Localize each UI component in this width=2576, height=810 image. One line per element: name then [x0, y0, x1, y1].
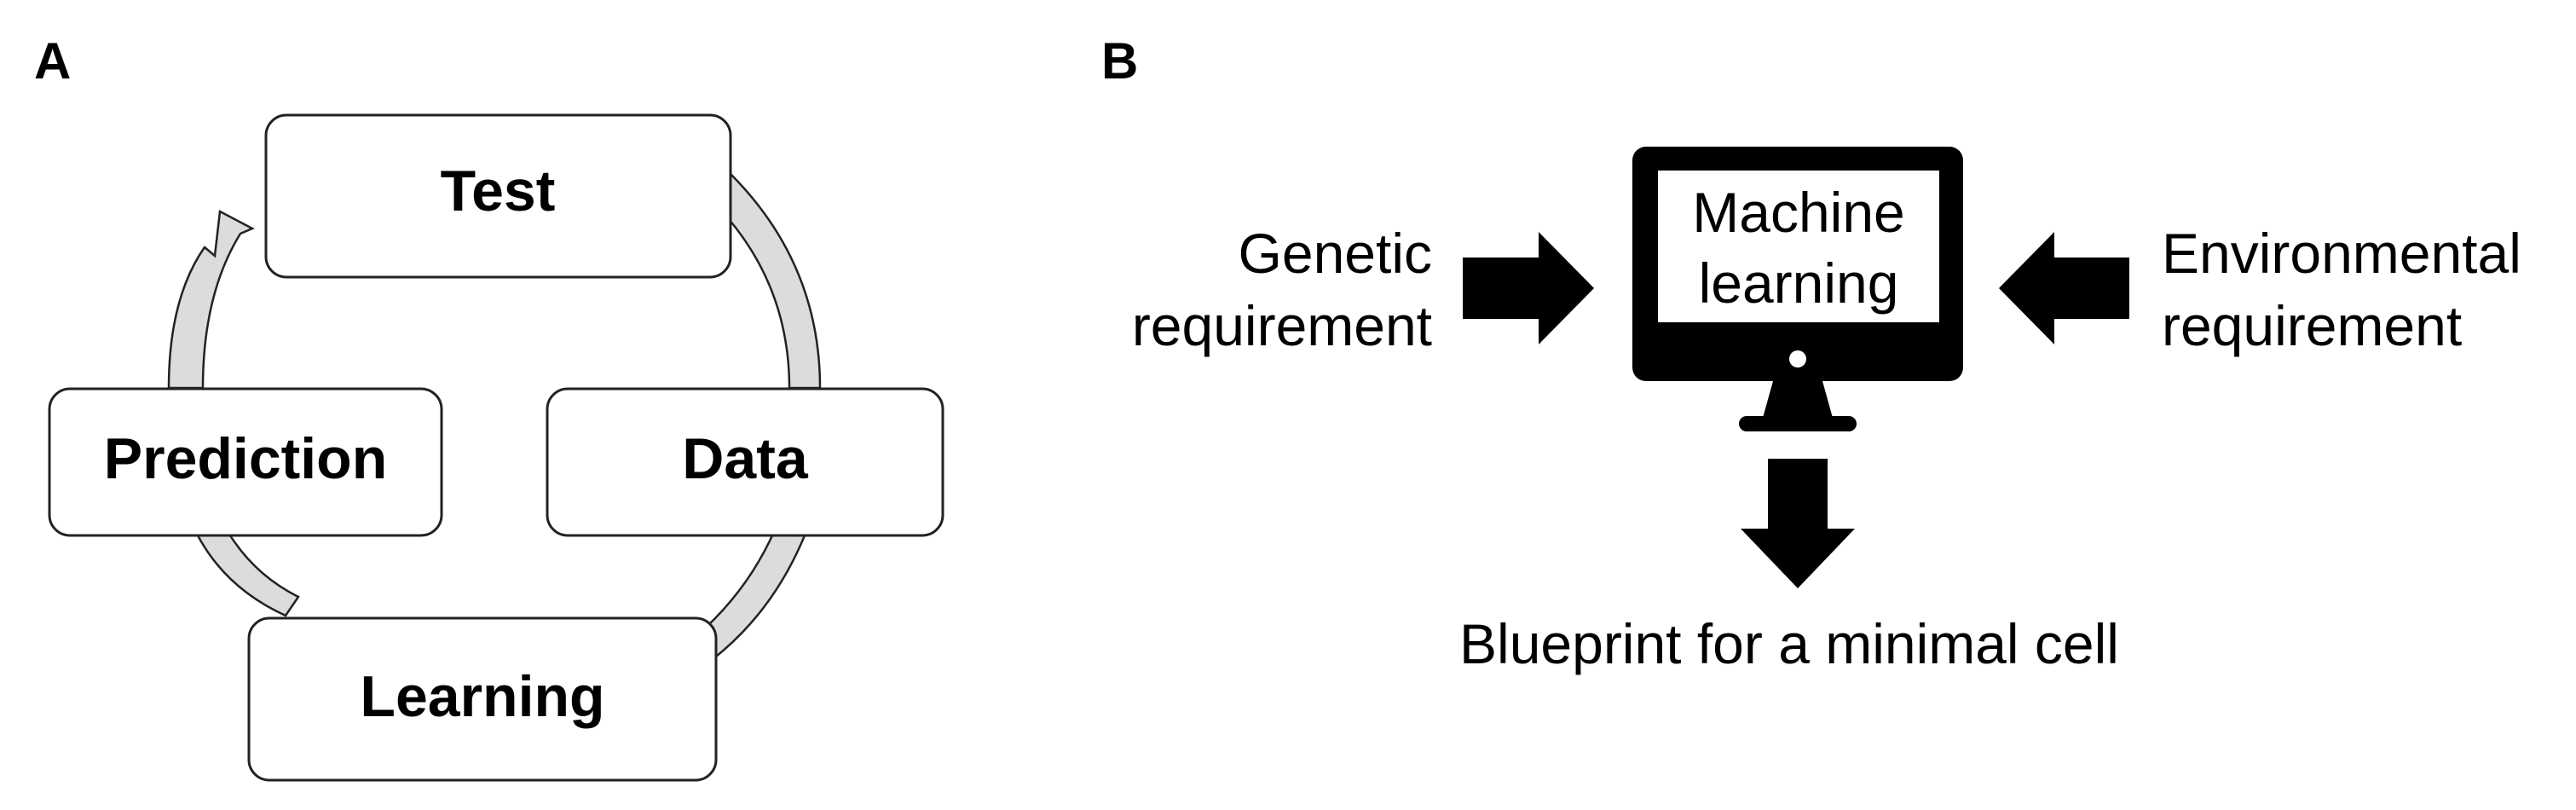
node-data: Data: [546, 387, 944, 537]
node-test: Test: [264, 113, 732, 279]
panel-a: A Test Data Prediction Learning: [34, 32, 944, 782]
arrow-learning-to-prediction: [195, 534, 300, 617]
environmental-requirement-line1: Environmental: [2162, 222, 2521, 285]
arrow-left-icon: [1999, 232, 2129, 344]
panel-b-label: B: [1101, 32, 1138, 90]
node-learning-label: Learning: [360, 664, 604, 729]
node-prediction-label: Prediction: [104, 426, 388, 491]
genetic-requirement-line1: Genetic: [1239, 222, 1432, 285]
node-learning: Learning: [247, 616, 718, 782]
panel-a-label: A: [34, 32, 71, 90]
arrow-prediction-to-test: [167, 210, 255, 390]
node-data-label: Data: [682, 426, 809, 491]
genetic-requirement-line2: requirement: [1132, 294, 1432, 357]
machine-learning-line2: learning: [1699, 252, 1899, 315]
panel-b: B Genetic requirement Machine learning E…: [1101, 32, 2521, 675]
monitor-icon: [1632, 147, 1963, 431]
environmental-requirement-line2: requirement: [2162, 294, 2462, 357]
node-prediction: Prediction: [48, 387, 443, 537]
machine-learning-line1: Machine: [1692, 181, 1904, 244]
blueprint-output: Blueprint for a minimal cell: [1459, 612, 2119, 675]
arrow-down-icon: [1741, 459, 1855, 588]
node-test-label: Test: [441, 159, 556, 223]
arrow-right-icon: [1463, 232, 1594, 344]
